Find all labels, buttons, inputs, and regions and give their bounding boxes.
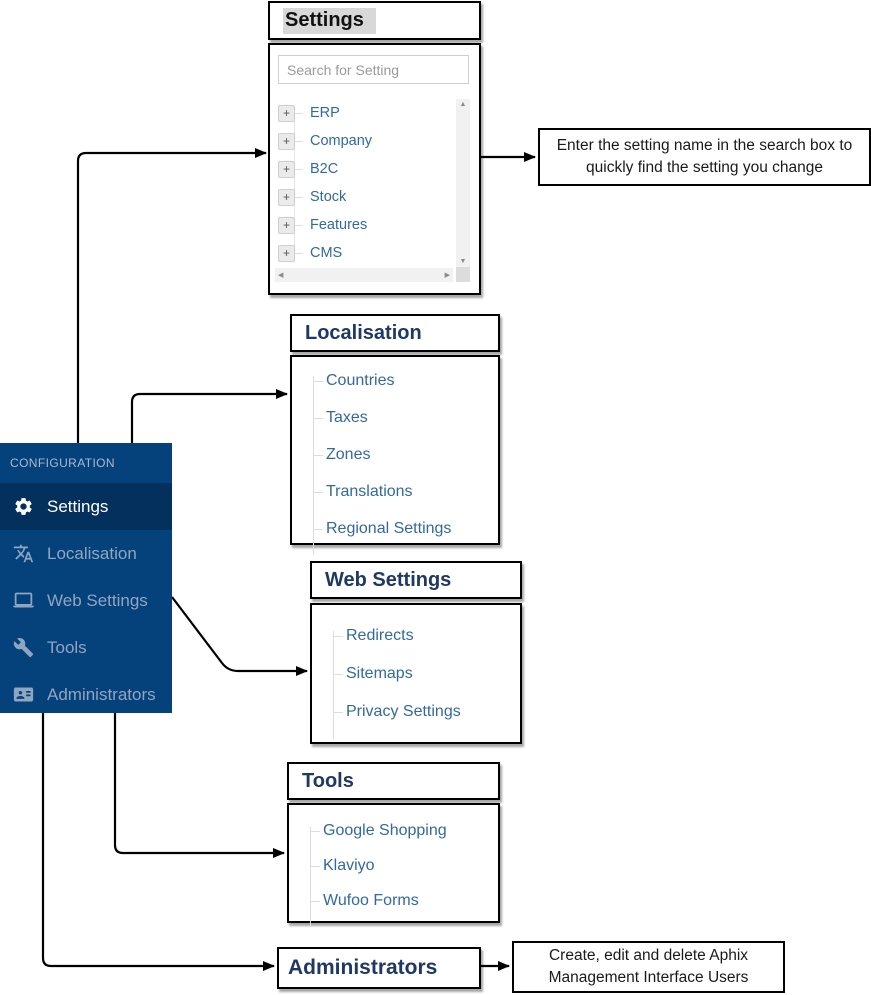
sidebar-item-localisation[interactable]: Localisation — [0, 530, 172, 577]
expand-plus-icon[interactable]: + — [278, 160, 295, 178]
settings-tree-item[interactable]: ERP — [310, 105, 340, 121]
web-settings-title-text: Web Settings — [325, 568, 452, 591]
settings-tree-item[interactable]: Stock — [310, 189, 347, 205]
scroll-up-icon[interactable]: ▲ — [459, 101, 467, 108]
web-settings-panel-title: Web Settings — [310, 561, 522, 599]
wrench-icon — [13, 637, 34, 658]
scroll-right-icon[interactable]: ▶ — [444, 271, 450, 279]
settings-tree: + ERP + Company + B2C + — [278, 99, 438, 267]
link-row: Regional Settings — [313, 510, 498, 547]
settings-note: Enter the setting name in the search box… — [538, 128, 871, 186]
scroll-down-icon[interactable]: ▼ — [459, 258, 467, 265]
laptop-icon — [13, 590, 34, 611]
link-row: Google Shopping — [310, 813, 498, 848]
settings-tree-row: + B2C — [278, 155, 438, 183]
link-row: Wufoo Forms — [310, 883, 498, 918]
administrators-panel-title: Administrators — [277, 947, 481, 989]
sidebar-item-label: Tools — [47, 637, 87, 657]
gear-icon — [13, 496, 34, 517]
link-row: Translations — [313, 473, 498, 510]
localisation-panel: Countries Taxes Zones Translations Regio… — [290, 355, 500, 555]
arrow-localisation — [130, 389, 288, 443]
settings-panel-title: Settings — [268, 1, 481, 40]
expand-plus-icon[interactable]: + — [278, 132, 295, 150]
arrow-web-settings — [171, 596, 308, 676]
tree-connector — [295, 168, 303, 170]
expand-plus-icon[interactable]: + — [278, 104, 295, 122]
settings-tree-row: + ERP — [278, 99, 438, 127]
tree-connector — [295, 224, 303, 226]
settings-tree-item[interactable]: Features — [310, 217, 368, 233]
web-settings-link[interactable]: Redirects — [346, 627, 414, 644]
settings-panel: + ERP + Company + B2C + — [268, 43, 481, 295]
localisation-links: Countries Taxes Zones Translations Regio… — [313, 362, 498, 555]
vertical-scrollbar[interactable]: ▲ ▼ — [456, 99, 470, 267]
administrators-note: Create, edit and delete Aphix Management… — [512, 941, 785, 993]
setting-search-input[interactable] — [278, 55, 469, 84]
tools-panel-title: Tools — [287, 762, 500, 800]
sidebar-item-label: Localisation — [47, 543, 137, 563]
link-row: Zones — [313, 436, 498, 473]
localisation-link[interactable]: Translations — [326, 482, 413, 500]
arrow-tools — [113, 713, 285, 858]
link-row: Privacy Settings — [333, 693, 520, 731]
expand-plus-icon[interactable]: + — [278, 188, 295, 206]
tree-connector — [295, 112, 303, 114]
configuration-sidebar: CONFIGURATION Settings Localisation Web … — [0, 443, 172, 713]
localisation-panel-title: Localisation — [290, 314, 500, 352]
arrow-administrators — [41, 713, 275, 971]
tools-title-text: Tools — [302, 769, 354, 792]
tools-panel: Google Shopping Klaviyo Wufoo Forms — [287, 803, 500, 926]
localisation-title-text: Localisation — [305, 321, 422, 344]
settings-title-text: Settings — [283, 7, 376, 34]
scrollbar-corner — [456, 267, 470, 282]
expand-plus-icon[interactable]: + — [278, 244, 295, 262]
settings-tree-row: + Stock — [278, 183, 438, 211]
translate-icon — [13, 543, 34, 564]
tools-link[interactable]: Wufoo Forms — [323, 891, 419, 909]
settings-tree-item[interactable]: CMS — [310, 245, 343, 261]
web-settings-link[interactable]: Sitemaps — [346, 665, 413, 682]
localisation-link[interactable]: Zones — [326, 445, 371, 463]
web-settings-link[interactable]: Privacy Settings — [346, 703, 461, 720]
horizontal-scrollbar[interactable]: ◀ ▶ — [275, 268, 453, 282]
web-settings-links: Redirects Sitemaps Privacy Settings — [333, 617, 520, 739]
sidebar-item-tools[interactable]: Tools — [0, 624, 172, 671]
tree-connector — [295, 252, 303, 254]
tools-links: Google Shopping Klaviyo Wufoo Forms — [310, 813, 498, 926]
link-row: Klaviyo — [310, 848, 498, 883]
tree-connector — [295, 196, 303, 198]
settings-tree-item[interactable]: Company — [310, 133, 373, 149]
tools-link[interactable]: Google Shopping — [323, 821, 447, 839]
link-row: Redirects — [333, 617, 520, 655]
settings-tree-row: + Features — [278, 211, 438, 239]
sidebar-header: CONFIGURATION — [10, 456, 115, 470]
localisation-link[interactable]: Regional Settings — [326, 519, 452, 537]
id-card-icon — [13, 684, 34, 705]
sidebar-item-label: Settings — [47, 496, 109, 516]
expand-plus-icon[interactable]: + — [278, 216, 295, 234]
scroll-left-icon[interactable]: ◀ — [278, 271, 284, 279]
web-settings-panel: Redirects Sitemaps Privacy Settings — [310, 603, 522, 744]
localisation-link[interactable]: Taxes — [326, 408, 368, 426]
settings-tree-row: + CMS — [278, 239, 438, 267]
localisation-link[interactable]: Countries — [326, 371, 395, 389]
settings-tree-row: + Company — [278, 127, 438, 155]
tree-connector — [295, 140, 303, 142]
sidebar-item-settings[interactable]: Settings — [0, 483, 172, 530]
sidebar-item-label: Administrators — [47, 684, 156, 704]
arrow-settings — [76, 148, 267, 443]
settings-tree-item[interactable]: B2C — [310, 161, 339, 177]
sidebar-item-administrators[interactable]: Administrators — [0, 671, 172, 718]
link-row: Sitemaps — [333, 655, 520, 693]
link-row: Taxes — [313, 399, 498, 436]
sidebar-item-web-settings[interactable]: Web Settings — [0, 577, 172, 624]
link-row: Countries — [313, 362, 498, 399]
tools-link[interactable]: Klaviyo — [323, 856, 375, 874]
sidebar-item-label: Web Settings — [47, 590, 148, 610]
